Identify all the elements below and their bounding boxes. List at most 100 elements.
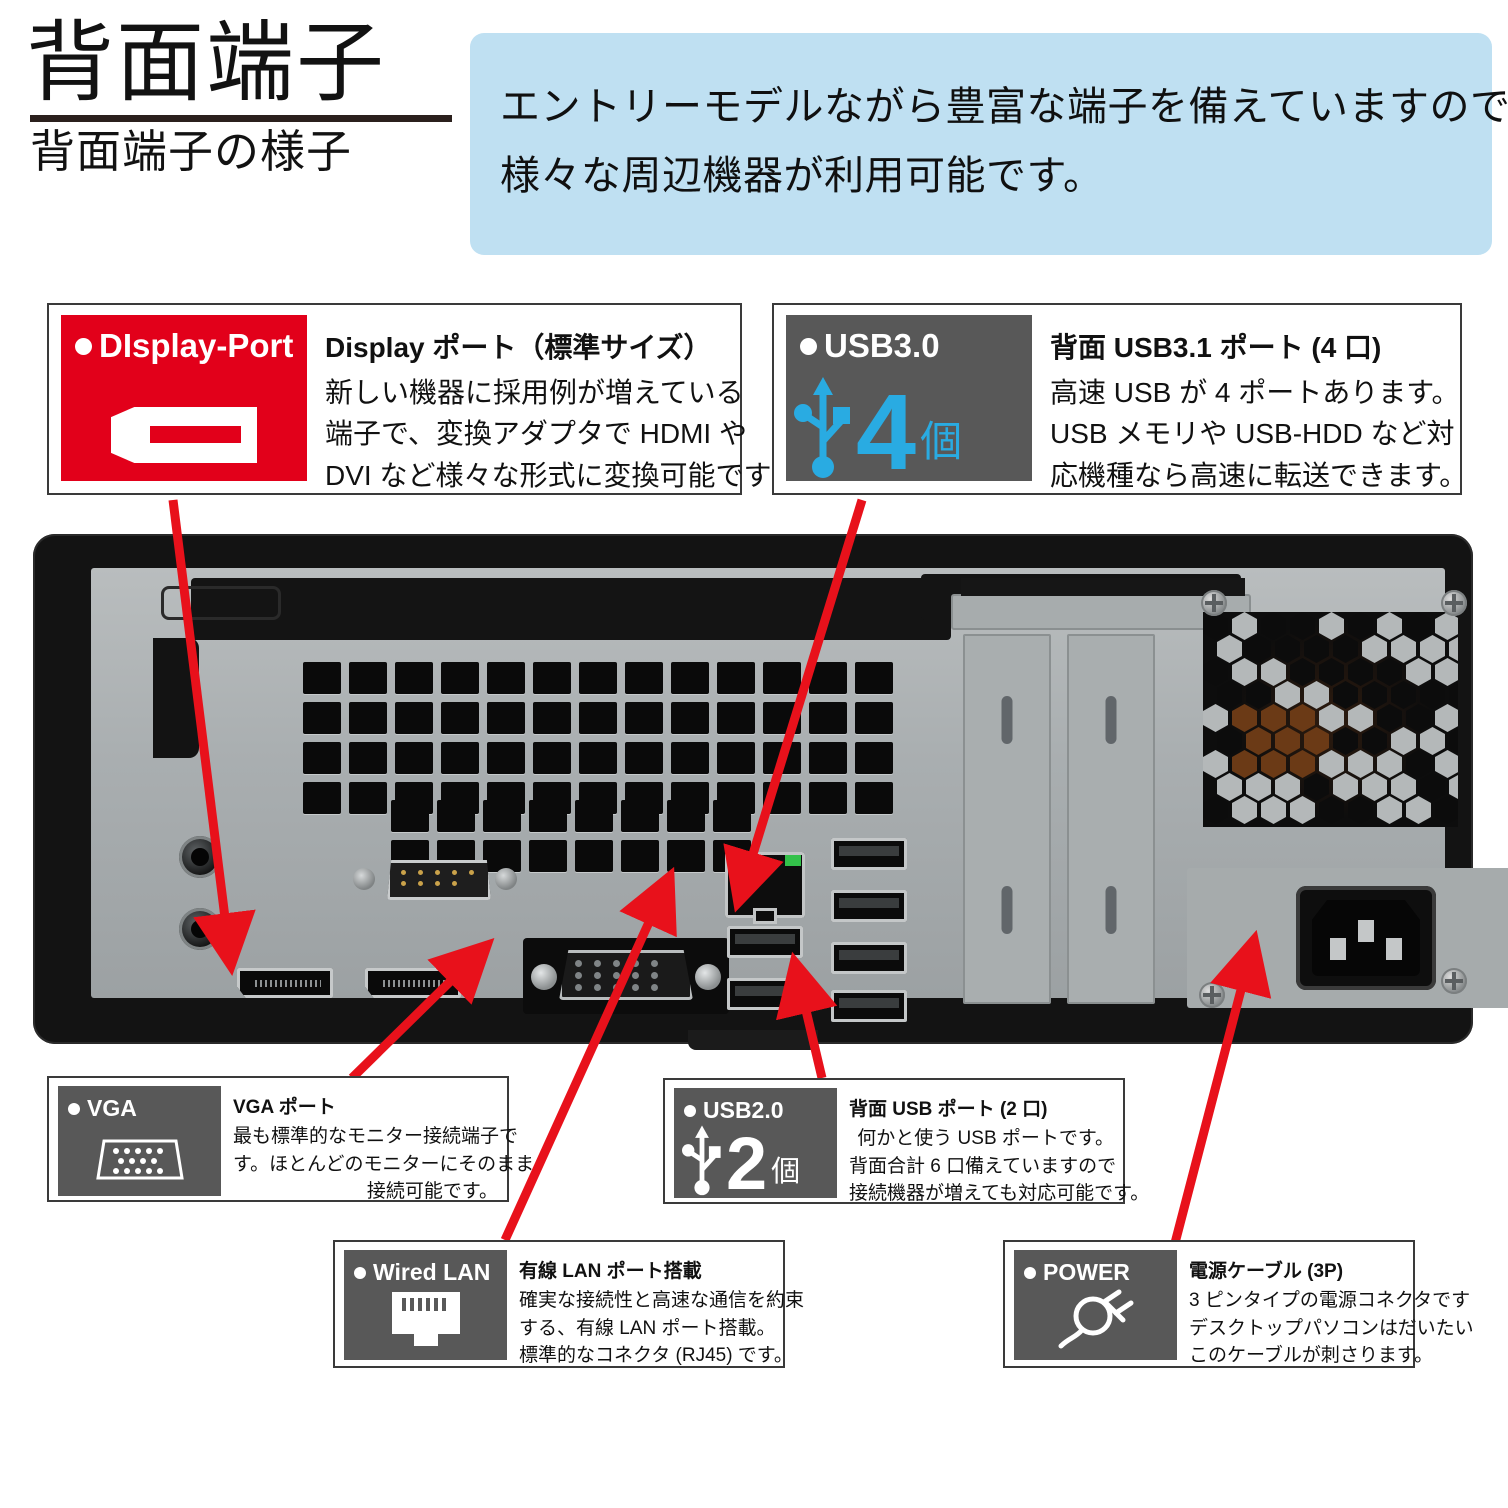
card-heading-vga: VGA ポート: [233, 1092, 498, 1119]
pc-io-panel: [91, 568, 1445, 998]
vga-connector-shell: [559, 950, 693, 1000]
usb-port-rear-2: [831, 890, 907, 922]
lead-callout-box: エントリーモデルながら豊富な端子を備えていますので、 様々な周辺機器が利用可能で…: [470, 33, 1492, 255]
callout-card-vga[interactable]: VGA VGA ポート 最も標準的なモニター接続端子で す。ほとんどのモニターに…: [47, 1076, 509, 1202]
card-line-2: 端子で、変換アダプタで HDMI や: [325, 413, 728, 454]
callout-card-power[interactable]: POWER 電源ケーブル (3P) 3 ピンタイプの電源コネクタです デスクトッ…: [1003, 1240, 1415, 1368]
card-line-2: す。ほとんどのモニターにそのまま: [233, 1151, 498, 1179]
usb20-count-unit: 個: [771, 1148, 800, 1196]
chassis-screw-1: [1201, 590, 1227, 616]
displayport-2: [365, 968, 461, 998]
card-heading-usb20: 背面 USB ポート (2 口): [849, 1094, 1114, 1121]
callout-card-lan[interactable]: Wired LAN 有線 LAN ポート搭載 確実な接続性と高速な通信を約束 す…: [333, 1240, 785, 1368]
vga-port: [523, 938, 729, 1014]
card-body-vga: VGA ポート 最も標準的なモニター接続端子で す。ほとんどのモニターにそのまま…: [221, 1086, 498, 1206]
badge-title-vga: VGA: [58, 1086, 221, 1122]
psu-honeycomb-vent: [1203, 612, 1458, 827]
lan-latch-notch: [753, 908, 777, 924]
badge-usb30: USB3.0 4 個: [786, 315, 1032, 481]
usb20-count-row: 2 個: [682, 1124, 800, 1196]
badge-power: POWER: [1014, 1250, 1177, 1360]
callout-card-usb20[interactable]: USB2.0 2 個 背面 USB ポート (2: [663, 1078, 1125, 1204]
badge-displayport: DIsplay-Port: [61, 315, 307, 481]
card-heading-power: 電源ケーブル (3P): [1189, 1256, 1404, 1283]
usb30-count-unit: 個: [920, 408, 962, 479]
chassis-handle-recess: [161, 586, 281, 620]
card-line-1: 高速 USB が 4 ポートあります。: [1050, 372, 1448, 413]
card-line-1: 最も標準的なモニター接続端子で: [233, 1123, 498, 1151]
usb-port-rear-3: [831, 942, 907, 974]
usb-trident-icon: [794, 375, 852, 479]
card-line-3: 標準的なコネクタ (RJ45) です。: [519, 1342, 774, 1370]
title-underline: [30, 115, 452, 122]
card-line-3: このケーブルが刺さります。: [1189, 1342, 1404, 1370]
audio-jack-line-in: [179, 908, 221, 950]
usb30-count-row: 4 個: [794, 375, 962, 479]
chassis-top-black-strip: [191, 578, 951, 640]
lan-led-green: [785, 855, 801, 866]
bullet-dot-icon: [75, 338, 92, 355]
usb-port-rear-1: [831, 838, 907, 870]
badge-usb20: USB2.0 2 個: [674, 1088, 837, 1198]
badge-label-vga: VGA: [87, 1095, 137, 1122]
badge-title-displayport: DIsplay-Port: [61, 315, 307, 365]
displayport-connector-icon: [111, 407, 257, 463]
vga-screw-right: [695, 964, 721, 990]
bullet-dot-icon: [800, 338, 817, 355]
callout-card-usb30[interactable]: USB3.0 4 個 背面 USB3.1 ポート: [772, 303, 1462, 495]
card-line-2: 背面合計 6 口備えていますので: [849, 1153, 1114, 1181]
badge-title-lan: Wired LAN: [344, 1250, 507, 1286]
header-left: 背面端子 背面端子の様子: [26, 16, 456, 178]
vga-screw-left: [531, 964, 557, 990]
badge-title-usb30: USB3.0: [786, 315, 1032, 365]
lan-led-amber: [729, 855, 745, 866]
usb-port-rear-4: [831, 990, 907, 1022]
displayport-1: [237, 968, 333, 998]
vent-grille: [303, 662, 893, 814]
chassis-left-cutout: [153, 638, 199, 758]
chassis-screw-2: [1441, 590, 1467, 616]
badge-lan: Wired LAN: [344, 1250, 507, 1360]
lead-line-1: エントリーモデルながら豊富な端子を備えていますので、: [500, 73, 1458, 142]
badge-label-usb30: USB3.0: [824, 327, 940, 365]
usb-port-rear-5: [727, 926, 803, 958]
card-line-3: 応機種なら高速に転送できます。: [1050, 455, 1448, 496]
card-line-2: デスクトップパソコンはだいたい: [1189, 1315, 1404, 1343]
card-line-1: 3 ピンタイプの電源コネクタです: [1189, 1287, 1404, 1315]
pci-slot-cover-1: [963, 634, 1051, 1004]
serial-screw-right: [495, 868, 517, 890]
lead-line-2: 様々な周辺機器が利用可能です。: [500, 142, 1458, 211]
card-body-lan: 有線 LAN ポート搭載 確実な接続性と高速な通信を約束 する、有線 LAN ポ…: [507, 1250, 774, 1370]
card-body-displayport: Display ポート（標準サイズ） 新しい機器に採用例が増えている 端子で、変…: [307, 315, 728, 496]
card-heading-displayport: Display ポート（標準サイズ）: [325, 326, 728, 366]
badge-label-usb20: USB2.0: [703, 1097, 784, 1124]
card-line-3: DVI など様々な形式に変換可能です: [325, 455, 728, 496]
card-line-1: 確実な接続性と高速な通信を約束: [519, 1287, 774, 1315]
chassis-screw-4: [1441, 968, 1467, 994]
card-line-1: 何かと使う USB ポートです。: [849, 1125, 1114, 1153]
card-heading-lan: 有線 LAN ポート搭載: [519, 1256, 774, 1283]
pc-rear-panel-photo: [33, 534, 1473, 1044]
rj45-lan-port: [725, 852, 805, 918]
badge-title-power: POWER: [1014, 1250, 1177, 1286]
card-body-power: 電源ケーブル (3P) 3 ピンタイプの電源コネクタです デスクトップパソコンは…: [1177, 1250, 1404, 1370]
audio-jack-line-out: [179, 836, 221, 878]
card-body-usb20: 背面 USB ポート (2 口) 何かと使う USB ポートです。 背面合計 6…: [837, 1088, 1114, 1208]
card-line-2: する、有線 LAN ポート搭載。: [519, 1315, 774, 1343]
bullet-dot-icon: [684, 1105, 696, 1117]
page-subtitle: 背面端子の様子: [26, 126, 456, 178]
callout-card-displayport[interactable]: DIsplay-Port Display ポート（標準サイズ） 新しい機器に採用…: [47, 303, 742, 495]
badge-label-power: POWER: [1043, 1259, 1130, 1286]
bullet-dot-icon: [354, 1267, 366, 1279]
serial-screw-left: [353, 868, 375, 890]
card-line-3: 接続機器が増えても対応可能です。: [849, 1180, 1114, 1208]
card-body-usb30: 背面 USB3.1 ポート (4 口) 高速 USB が 4 ポートあります。 …: [1032, 315, 1448, 496]
usb-port-rear-6: [727, 978, 803, 1010]
bullet-dot-icon: [68, 1103, 80, 1115]
rj45-jack-icon: [390, 1290, 462, 1350]
serial-port: [387, 860, 491, 900]
iec-power-socket: [1296, 886, 1436, 990]
badge-vga: VGA: [58, 1086, 221, 1196]
badge-title-usb20: USB2.0: [674, 1088, 837, 1124]
